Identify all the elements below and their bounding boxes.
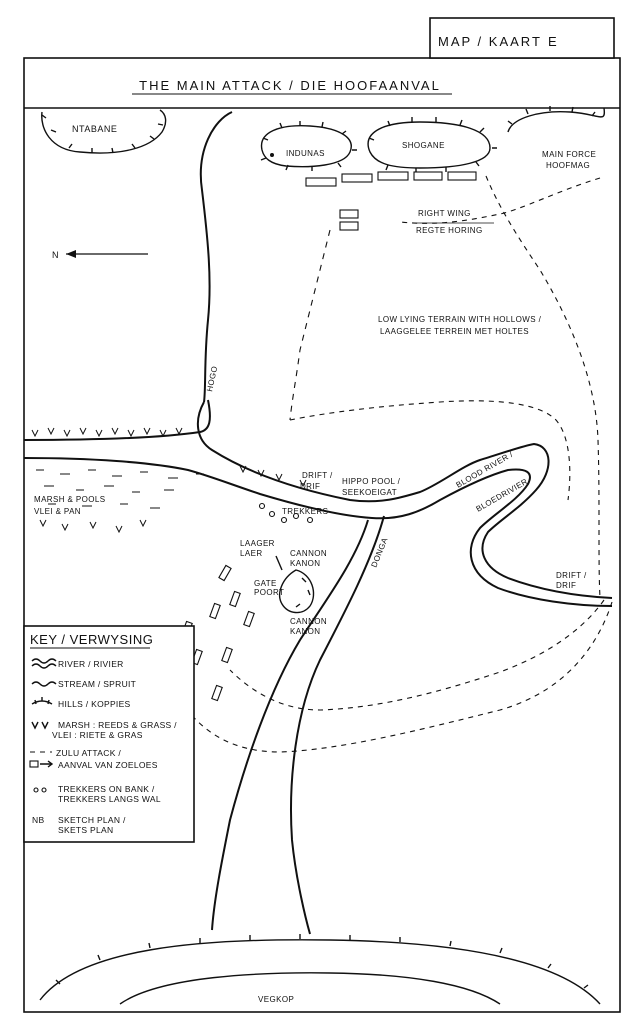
label-vegkop: VEGKOP — [258, 995, 294, 1004]
label-north: N — [52, 250, 59, 260]
label-terrain-2: LAAGGELEE TERREIN MET HOLTES — [380, 327, 529, 336]
label-cannon-top: CANNON — [290, 549, 327, 558]
key-item-marsh-2: VLEI : RIETE & GRAS — [52, 730, 143, 740]
map-header-letter: E — [548, 34, 559, 49]
key-item-stream: STREAM / SPRUIT — [58, 679, 136, 689]
hill-main-force: MAIN FORCE HOOFMAG — [507, 106, 606, 170]
hill-indunas: INDUNAS — [260, 121, 357, 171]
trekkers-group: TREKKERS — [258, 502, 328, 524]
label-kanon-top: KANON — [290, 559, 320, 568]
label-bloedrivier: BLOEDRIVIER — [475, 477, 530, 514]
map-header-box: MAP / KAART E — [429, 17, 615, 59]
key-title: KEY / VERWYSING — [30, 632, 153, 647]
hill-shogane: SHOGANE — [367, 117, 497, 173]
map-header-label: MAP / KAART — [438, 34, 542, 49]
stream-icon — [31, 681, 57, 687]
label-shogane: SHOGANE — [402, 141, 445, 150]
label-drif-right: DRIF — [556, 581, 576, 590]
key-item-nb-1: SKETCH PLAN / — [58, 815, 126, 825]
key-item-nb-2: SKETS PLAN — [58, 825, 113, 835]
zulu-formation-top — [305, 171, 477, 231]
nb-icon: NB — [32, 815, 44, 825]
label-drif: DRIF — [300, 482, 320, 491]
trekkers-icon — [33, 787, 47, 793]
donga-stream-a — [211, 519, 369, 931]
key-item-marsh-1: MARSH : REEDS & GRASS / — [58, 720, 177, 730]
hill-vegkop: VEGKOP — [39, 934, 601, 1005]
laager: LAAGER LAER CANNON KANON GATE POORT CANN… — [240, 539, 327, 636]
label-ntabane: NTABANE — [72, 124, 117, 134]
label-hippo-pool: HIPPO POOL / — [342, 477, 401, 486]
zulu-attack-routes — [179, 175, 613, 753]
hogo-stream — [199, 111, 233, 403]
river-icon — [31, 658, 57, 669]
blood-river — [23, 399, 613, 607]
key-item-trekkers-2: TREKKERS LANGS WAL — [58, 794, 161, 804]
label-drift: DRIFT / — [302, 471, 333, 480]
label-main-force: MAIN FORCE — [542, 150, 596, 159]
zulu-attack-icon — [29, 751, 54, 768]
label-laer: LAER — [240, 549, 263, 558]
label-trekkers: TREKKERS — [282, 507, 328, 516]
key-item-attack-2: AANVAL VAN ZOELOES — [58, 760, 158, 770]
key-item-hills: HILLS / KOPPIES — [58, 699, 131, 709]
hill-ntabane: NTABANE — [41, 109, 167, 154]
label-vlei: VLEI & PAN — [34, 507, 81, 516]
key-box — [23, 625, 195, 843]
marsh-area — [31, 427, 307, 534]
label-marsh: MARSH & POOLS — [34, 495, 105, 504]
north-arrow: N — [52, 250, 148, 260]
key-item-trekkers-1: TREKKERS ON BANK / — [58, 784, 155, 794]
label-drift-right: DRIFT / — [556, 571, 587, 580]
label-laager: LAAGER — [240, 539, 275, 548]
map-title: THE MAIN ATTACK / DIE HOOFAANVAL — [139, 78, 441, 93]
map-key: KEY / VERWYSING RIVER / RIVIER STREAM / … — [23, 625, 195, 843]
label-kanon-bottom: KANON — [290, 627, 320, 636]
label-right-wing: RIGHT WING — [418, 209, 471, 218]
map-frame — [23, 57, 621, 1013]
label-indunas: INDUNAS — [286, 149, 325, 158]
key-item-attack-1: ZULU ATTACK / — [56, 748, 121, 758]
label-poort: POORT — [254, 588, 284, 597]
label-hogo: HOGO — [205, 365, 219, 392]
label-hoofmag: HOOFMAG — [546, 161, 590, 170]
key-item-river: RIVER / RIVIER — [58, 659, 124, 669]
label-gate: GATE — [254, 579, 277, 588]
donga-stream-b — [290, 515, 385, 935]
label-seekoeigat: SEEKOEIGAT — [342, 488, 397, 497]
marsh-icon — [31, 721, 49, 730]
hills-icon — [31, 697, 53, 705]
label-terrain-1: LOW LYING TERRAIN WITH HOLLOWS / — [378, 315, 542, 324]
label-regte-horing: REGTE HORING — [416, 226, 483, 235]
label-cannon-bottom: CANNON — [290, 617, 327, 626]
